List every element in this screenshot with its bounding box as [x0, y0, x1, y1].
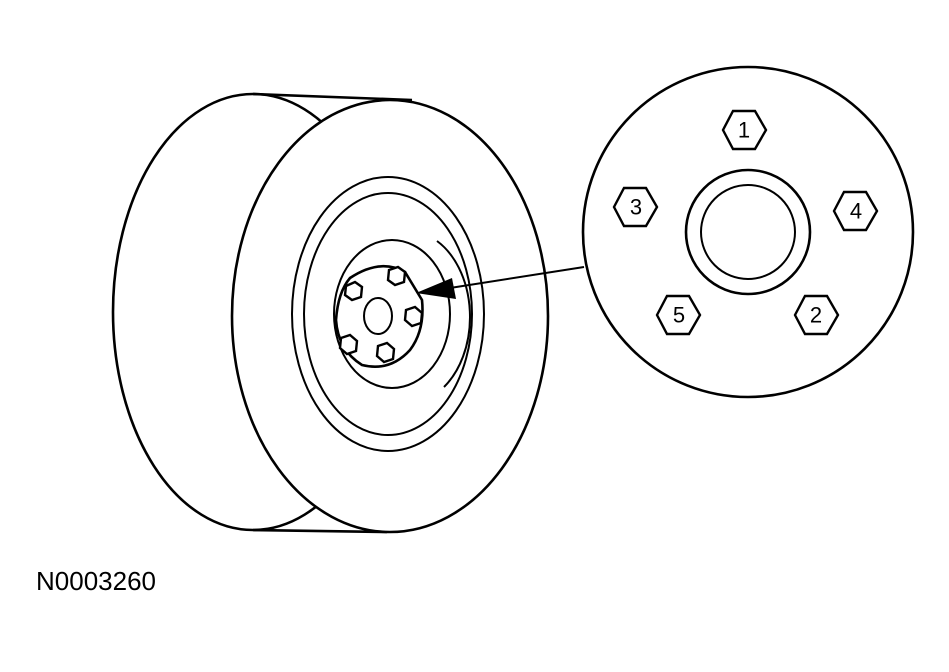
rim-outer [291, 176, 485, 452]
small-lug-nut [338, 333, 359, 356]
lug-nut-5: 5 [655, 294, 702, 336]
lug-nut-1: 1 [721, 109, 768, 151]
figure-id: N0003260 [36, 566, 156, 596]
lug-nut-label: 5 [673, 303, 685, 328]
tire-tread-bottom [252, 528, 388, 534]
lug-nut-label: 2 [810, 303, 822, 328]
leader-line [449, 266, 585, 289]
lug-nut-4: 4 [832, 190, 879, 232]
tire [111, 92, 550, 534]
lug-nut-label: 4 [850, 199, 862, 224]
rim-inner [303, 192, 473, 436]
small-lug-nut [386, 265, 407, 287]
small-lug-nut [403, 305, 424, 328]
lug-nut-3: 3 [612, 186, 659, 228]
detail-center-bore-outer [684, 168, 812, 296]
lug-nut-2: 2 [793, 294, 840, 336]
lug-nut-label: 1 [738, 118, 750, 143]
hub-face [333, 239, 451, 389]
small-lug-nut [343, 280, 364, 302]
lug-nut-sequence: 1 2 3 4 5 [612, 109, 879, 336]
detail-center-bore-inner [700, 184, 796, 280]
wheel-hub [334, 264, 424, 368]
hub-center-small [363, 297, 393, 335]
leader-arrow [416, 266, 585, 299]
arrowhead [416, 278, 456, 299]
rim-recess-arc [436, 240, 471, 388]
lug-nut-label: 3 [630, 195, 642, 220]
tire-sidewall [230, 98, 550, 534]
small-lug-nut [375, 341, 396, 364]
